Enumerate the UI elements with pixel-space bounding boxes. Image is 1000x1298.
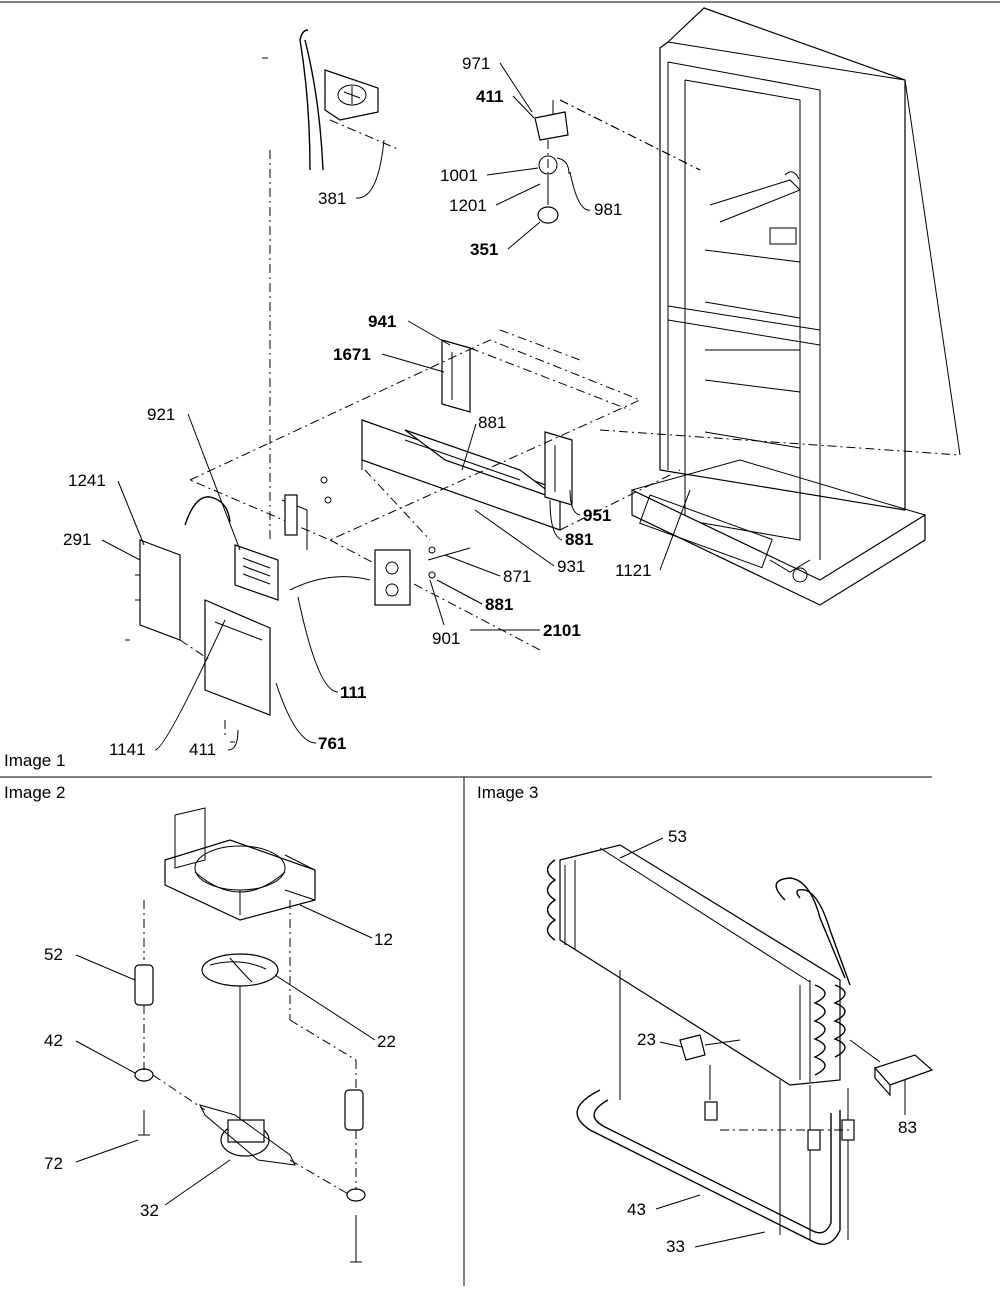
- refrigerator-cabinet: [559, 7, 961, 606]
- callout-label: 12: [374, 930, 393, 949]
- callout-label: 351: [470, 240, 498, 259]
- image1-drawing: [125, 7, 961, 743]
- fan-motor-assembly: [262, 29, 401, 540]
- callout-label: 951: [583, 506, 611, 525]
- callout-label: 72: [44, 1154, 63, 1173]
- callout-label: 291: [63, 530, 91, 549]
- image2-callouts: 12 52 22 42 72 32: [44, 904, 396, 1220]
- callout-label: 921: [147, 405, 175, 424]
- callout-label: 1201: [449, 196, 487, 215]
- callout-label: 83: [898, 1118, 917, 1137]
- callout-label: 881: [485, 595, 513, 614]
- callout-label: 941: [368, 312, 396, 331]
- callout-label: 1141: [109, 740, 146, 759]
- panel-title-image1: Image 1: [4, 751, 65, 770]
- callout-label: 761: [318, 734, 346, 753]
- callout-label: 381: [318, 189, 346, 208]
- callout-label: 981: [594, 200, 622, 219]
- callout-label: 22: [377, 1032, 396, 1051]
- callout-label: 1671: [333, 345, 371, 364]
- panel-title-image3: Image 3: [477, 783, 538, 802]
- callout-label: 42: [44, 1031, 63, 1050]
- callout-label: 23: [637, 1030, 656, 1049]
- callout-label: 931: [557, 557, 585, 576]
- callout-label: 32: [140, 1201, 159, 1220]
- callout-label: 1121: [615, 561, 652, 580]
- callout-label: 53: [668, 827, 687, 846]
- callout-label: 881: [565, 530, 593, 549]
- callout-label: 33: [666, 1237, 685, 1256]
- callout-label: 411: [476, 87, 503, 106]
- callout-label: 1241: [68, 471, 106, 490]
- callout-label: 411: [189, 740, 216, 759]
- callout-label: 1001: [440, 166, 478, 185]
- callout-label: 971: [462, 54, 490, 73]
- image2-drawing: [134, 807, 366, 1263]
- callout-label: 2101: [543, 621, 581, 640]
- image3-drawing: [546, 844, 934, 1245]
- image3-callouts: 53 23 83 43 33: [619, 827, 917, 1256]
- control-bracket-assembly: [534, 99, 701, 224]
- machine-compartment: [125, 329, 681, 743]
- callout-label: 871: [503, 567, 531, 586]
- callout-label: 111: [340, 683, 367, 702]
- callout-label: 881: [478, 413, 506, 432]
- image1-callouts: 381 971 411 1001 1201 981 351 941 1671 9…: [63, 54, 691, 759]
- panel-title-image2: Image 2: [4, 783, 65, 802]
- callout-label: 43: [627, 1200, 646, 1219]
- callout-label: 52: [44, 945, 63, 964]
- panel-titles: Image 1 Image 2 Image 3: [4, 751, 538, 802]
- callout-label: 901: [432, 629, 460, 648]
